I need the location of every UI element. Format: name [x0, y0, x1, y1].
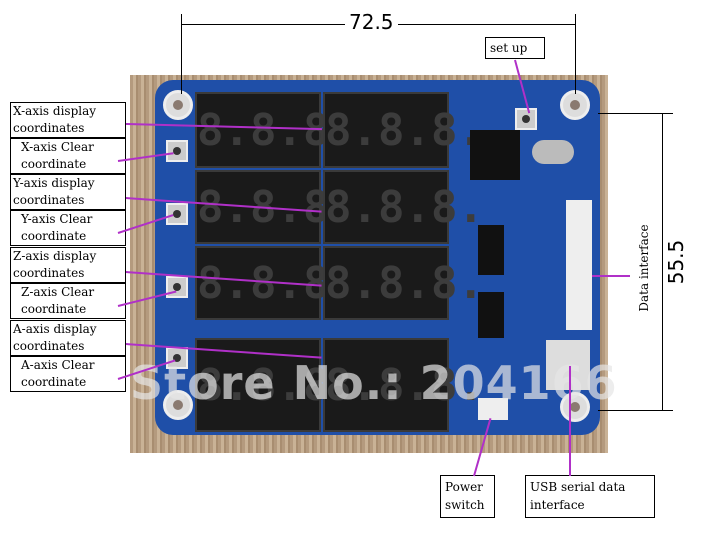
power-switch-label: Power switch [440, 475, 495, 518]
width-dimension: 72.5 [345, 10, 398, 34]
y-display-right: 8.8.8. [323, 170, 484, 244]
usb-port [546, 340, 590, 390]
mount-hole [560, 392, 590, 422]
x-clear-button[interactable] [166, 140, 188, 162]
setup-label: set up [485, 37, 545, 59]
mount-hole [163, 390, 193, 420]
a-clear-label: A-axis Clear coordinate [10, 356, 126, 392]
y-clear-button[interactable] [166, 203, 188, 225]
ic-chip [478, 225, 504, 275]
z-clear-button[interactable] [166, 276, 188, 298]
power-switch[interactable] [478, 398, 508, 420]
y-clear-label: Y-axis Clear coordinate [10, 210, 126, 246]
dim-tick [575, 14, 576, 94]
usb-label: USB serial data interface [525, 475, 655, 518]
x-clear-label: X-axis Clear coordinate [10, 138, 126, 174]
pointer-line [592, 275, 630, 277]
crystal [532, 140, 574, 164]
watermark: Store No.: 204166 [130, 356, 618, 410]
data-connector [566, 200, 592, 330]
y-display-label: Y-axis display coordinates [10, 174, 126, 210]
a-display-label: A-axis display coordinates [10, 320, 126, 356]
x-display-label: X-axis display coordinates [10, 102, 126, 138]
dim-tick [598, 410, 673, 411]
mount-hole [560, 90, 590, 120]
microcontroller [470, 130, 520, 180]
digit: 8.8.8. [325, 257, 484, 309]
x-display-left: 8.8.8. [195, 92, 356, 168]
data-interface-label: Data interface [637, 224, 651, 312]
pointer-line [569, 366, 571, 476]
digit: 8.8.8. [325, 104, 484, 156]
z-display-right: 8.8.8. [323, 246, 484, 320]
digit: 8.8.8. [325, 359, 484, 411]
digit: 8.8.8. [325, 181, 484, 233]
height-dimension-line [662, 113, 663, 410]
dim-tick [598, 113, 673, 114]
ic-chip [478, 292, 504, 338]
z-display-label: Z-axis display coordinates [10, 247, 126, 283]
z-clear-label: Z-axis Clear coordinate [10, 283, 126, 319]
height-dimension: 55.5 [664, 234, 688, 290]
setup-button[interactable] [515, 108, 537, 130]
dim-tick [181, 14, 182, 94]
x-display-right: 8.8.8. [323, 92, 484, 168]
a-display-right: 8.8.8. [323, 338, 484, 432]
mount-hole [163, 90, 193, 120]
